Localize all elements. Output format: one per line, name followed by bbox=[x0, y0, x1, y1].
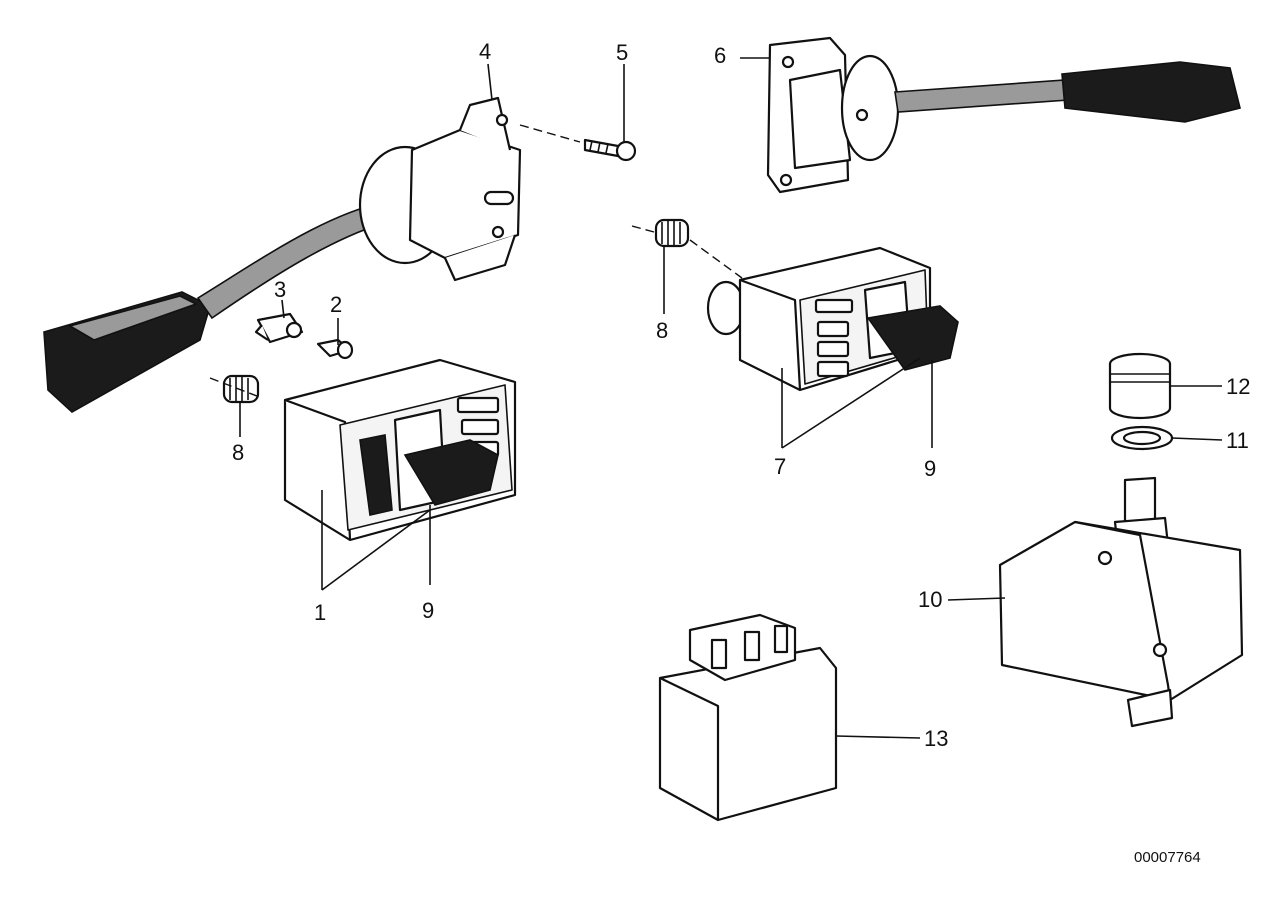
callout-1: 1 bbox=[314, 600, 326, 625]
callout-2: 2 bbox=[330, 292, 342, 317]
callout-7: 7 bbox=[774, 454, 786, 479]
diagram-id: 00007764 bbox=[1134, 849, 1201, 866]
dash-line-knob-left bbox=[209, 377, 263, 399]
callout-4: 4 bbox=[479, 39, 491, 64]
callout-11: 11 bbox=[1226, 428, 1249, 453]
knob-right[interactable] bbox=[654, 218, 690, 248]
column-switch-lever-left[interactable] bbox=[43, 96, 522, 413]
knob-left[interactable] bbox=[222, 374, 260, 404]
cap[interactable] bbox=[1108, 352, 1172, 420]
bracket-switch[interactable] bbox=[998, 476, 1244, 728]
dash-line-screw bbox=[519, 124, 581, 143]
screw[interactable] bbox=[583, 138, 637, 162]
callout-9-right: 9 bbox=[924, 456, 936, 481]
relay[interactable] bbox=[658, 613, 838, 822]
dash-line-knob-right-a bbox=[631, 225, 655, 233]
callout-8-left: 8 bbox=[232, 440, 244, 465]
callout-3: 3 bbox=[274, 277, 286, 302]
leader-lines bbox=[239, 57, 1223, 739]
bulb[interactable] bbox=[316, 338, 354, 360]
callout-10: 10 bbox=[918, 587, 942, 612]
washer[interactable] bbox=[1110, 425, 1174, 451]
callout-5: 5 bbox=[616, 40, 628, 65]
callout-12: 12 bbox=[1226, 374, 1250, 399]
callout-6: 6 bbox=[714, 43, 726, 68]
dash-line-knob-right-b bbox=[689, 239, 743, 279]
callout-9-left: 9 bbox=[422, 598, 434, 623]
callout-8-right: 8 bbox=[656, 318, 668, 343]
bulb-holder[interactable] bbox=[254, 312, 304, 344]
callout-13: 13 bbox=[924, 726, 948, 751]
rocker-right[interactable] bbox=[866, 305, 959, 371]
column-switch-lever-right[interactable] bbox=[766, 36, 1241, 194]
rocker-left[interactable] bbox=[403, 439, 499, 506]
